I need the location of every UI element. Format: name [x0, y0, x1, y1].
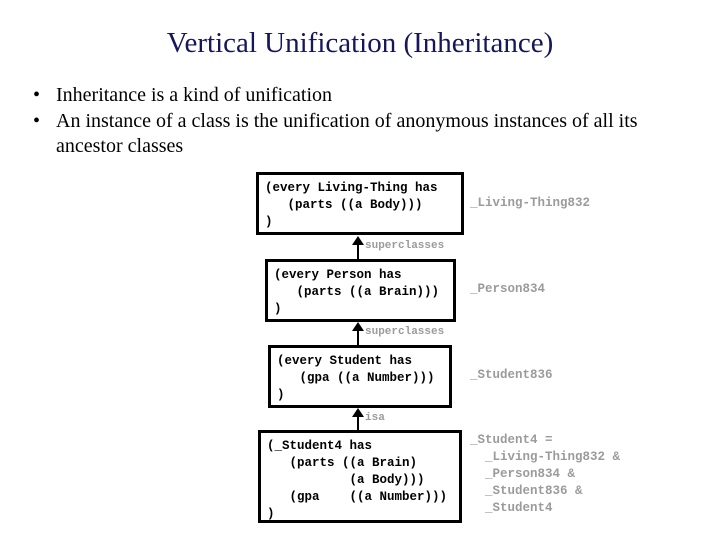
list-item-text: An instance of a class is the unificatio…	[56, 110, 638, 157]
node-box-student-instance: (_Student4 has (parts ((a Brain) (a Body…	[258, 430, 462, 523]
arrow-up-icon-instance-to-student	[352, 408, 365, 432]
edge-label-isa: isa	[365, 412, 385, 424]
arrow-up-icon-person-to-living-thing	[352, 236, 365, 260]
bullet-marker-icon: •	[33, 84, 41, 106]
arrow-up-icon-student-to-person	[352, 322, 365, 346]
edge-label-superclasses-2: superclasses	[365, 326, 445, 338]
node-label-living-thing: _Living-Thing832	[470, 196, 591, 210]
bullet-list: • Inheritance is a kind of unification •…	[20, 83, 700, 160]
node-box-student: (every Student has (gpa ((a Number))) )	[268, 345, 452, 408]
node-box-person: (every Person has (parts ((a Brain))) )	[265, 259, 456, 322]
list-item-text: Inheritance is a kind of unification	[56, 84, 333, 106]
page-title: Vertical Unification (Inheritance)	[166, 27, 554, 59]
bullet-marker-icon: •	[33, 110, 41, 132]
list-item: • An instance of a class is the unificat…	[20, 109, 700, 159]
unification-equation: _Student4 = _Living-Thing832 & _Person83…	[470, 433, 621, 515]
node-label-person: _Person834	[470, 282, 546, 296]
node-box-living-thing: (every Living-Thing has (parts ((a Body)…	[256, 172, 464, 235]
node-label-student: _Student836	[470, 368, 553, 382]
list-item: • Inheritance is a kind of unification	[20, 83, 700, 108]
edge-label-superclasses-1: superclasses	[365, 240, 445, 252]
